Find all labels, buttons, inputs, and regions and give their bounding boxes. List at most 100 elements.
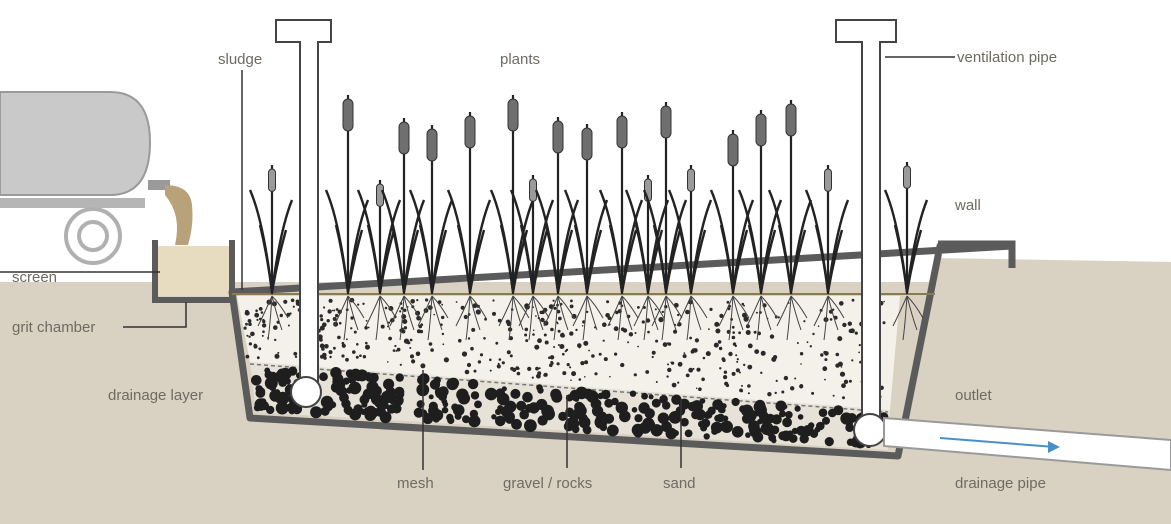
sand-grain — [540, 318, 544, 322]
gravel-stone — [257, 387, 265, 395]
sand-grain — [724, 382, 728, 386]
sand-grain — [799, 384, 803, 388]
tanker-truck — [0, 92, 193, 263]
sand-grain — [691, 350, 695, 354]
gravel-stone — [633, 425, 640, 432]
sand-grain — [652, 351, 656, 355]
sand-grain — [401, 330, 405, 334]
sand-grain — [790, 386, 794, 390]
sand-grain — [637, 346, 639, 348]
sand-grain — [672, 383, 677, 388]
sand-grain — [410, 354, 414, 358]
sand-grain — [257, 356, 260, 359]
sand-grain — [658, 317, 663, 322]
sand-grain — [689, 337, 692, 340]
sand-grain — [800, 352, 803, 355]
gravel-stone — [277, 369, 287, 379]
gravel-stone — [704, 433, 710, 439]
sand-grain — [671, 362, 674, 365]
gravel-stone — [443, 402, 449, 408]
sand-grain — [570, 305, 574, 309]
sand-grain — [667, 363, 669, 365]
sand-grain — [557, 362, 560, 365]
gravel-stone — [438, 386, 449, 397]
sludge-stream — [165, 185, 193, 245]
sand-grain — [732, 331, 735, 334]
reed-seed-head — [377, 184, 384, 206]
gravel-stone — [538, 415, 548, 425]
gravel-stone — [511, 419, 522, 430]
label-drainage-layer: drainage layer — [108, 387, 203, 404]
sand-grain — [737, 358, 739, 360]
sand-grain — [842, 323, 846, 327]
gravel-stone — [468, 379, 478, 389]
sand-grain — [743, 364, 745, 366]
sand-grain — [404, 326, 407, 329]
sand-grain — [255, 309, 258, 312]
sand-grain — [381, 325, 385, 329]
sand-grain — [571, 371, 576, 376]
gravel-stone — [785, 411, 793, 419]
sand-grain — [747, 365, 752, 370]
sand-grain — [274, 339, 276, 341]
sand-grain — [685, 310, 690, 315]
sand-grain — [250, 332, 255, 337]
sand-grain — [333, 347, 336, 350]
sand-grain — [663, 342, 668, 347]
sand-grain — [719, 347, 722, 350]
sand-grain — [840, 372, 845, 377]
gravel-stone — [689, 403, 696, 410]
sand-grain — [673, 330, 677, 334]
gravel-stone — [712, 399, 723, 410]
sand-grain — [524, 334, 527, 337]
sand-grain — [404, 339, 409, 344]
sand-grain — [629, 332, 633, 336]
reed-seed-head — [904, 166, 911, 188]
gravel-stone — [604, 399, 613, 408]
gravel-stone — [471, 391, 479, 399]
sand-grain — [822, 366, 827, 371]
sand-grain — [277, 352, 279, 354]
gravel-stone — [732, 398, 740, 406]
gravel-stone — [536, 399, 547, 410]
sand-grain — [614, 353, 617, 356]
sand-grain — [800, 363, 802, 365]
sand-grain — [329, 299, 333, 303]
sand-grain — [518, 368, 520, 370]
sand-grain — [756, 312, 758, 314]
gravel-stone — [759, 413, 768, 422]
gravel-stone — [685, 430, 693, 438]
sand-grain — [323, 306, 325, 308]
sand-grain — [489, 359, 492, 362]
sand-grain — [402, 319, 407, 324]
gravel-stone — [558, 412, 567, 421]
sand-grain — [591, 354, 595, 358]
sand-grain — [462, 351, 467, 356]
sand-grain — [614, 326, 619, 331]
sand-grain — [537, 338, 542, 343]
label-mesh: mesh — [397, 475, 434, 492]
sand-grain — [719, 367, 721, 369]
sand-grain — [627, 341, 629, 343]
reed-seed-head — [582, 128, 592, 160]
sand-grain — [335, 314, 338, 317]
sand-grain — [609, 376, 611, 378]
truck-wheel-hub — [79, 222, 107, 250]
sand-grain — [553, 307, 556, 310]
sand-grain — [283, 300, 287, 304]
sand-grain — [855, 332, 858, 335]
sand-grain — [833, 395, 835, 397]
drain-pipe-right-end — [854, 414, 886, 446]
sand-grain — [735, 354, 737, 356]
reed-leaf — [501, 225, 513, 292]
sand-grain — [364, 326, 368, 330]
reed-seed-head — [825, 169, 832, 191]
sand-grain — [550, 355, 554, 359]
gravel-stone — [604, 414, 614, 424]
sand-grain — [709, 308, 712, 311]
sand-grain — [770, 334, 774, 338]
sand-grain — [490, 370, 492, 372]
gravel-stone — [360, 395, 370, 405]
sand-grain — [696, 368, 700, 372]
sand-grain — [775, 392, 777, 394]
